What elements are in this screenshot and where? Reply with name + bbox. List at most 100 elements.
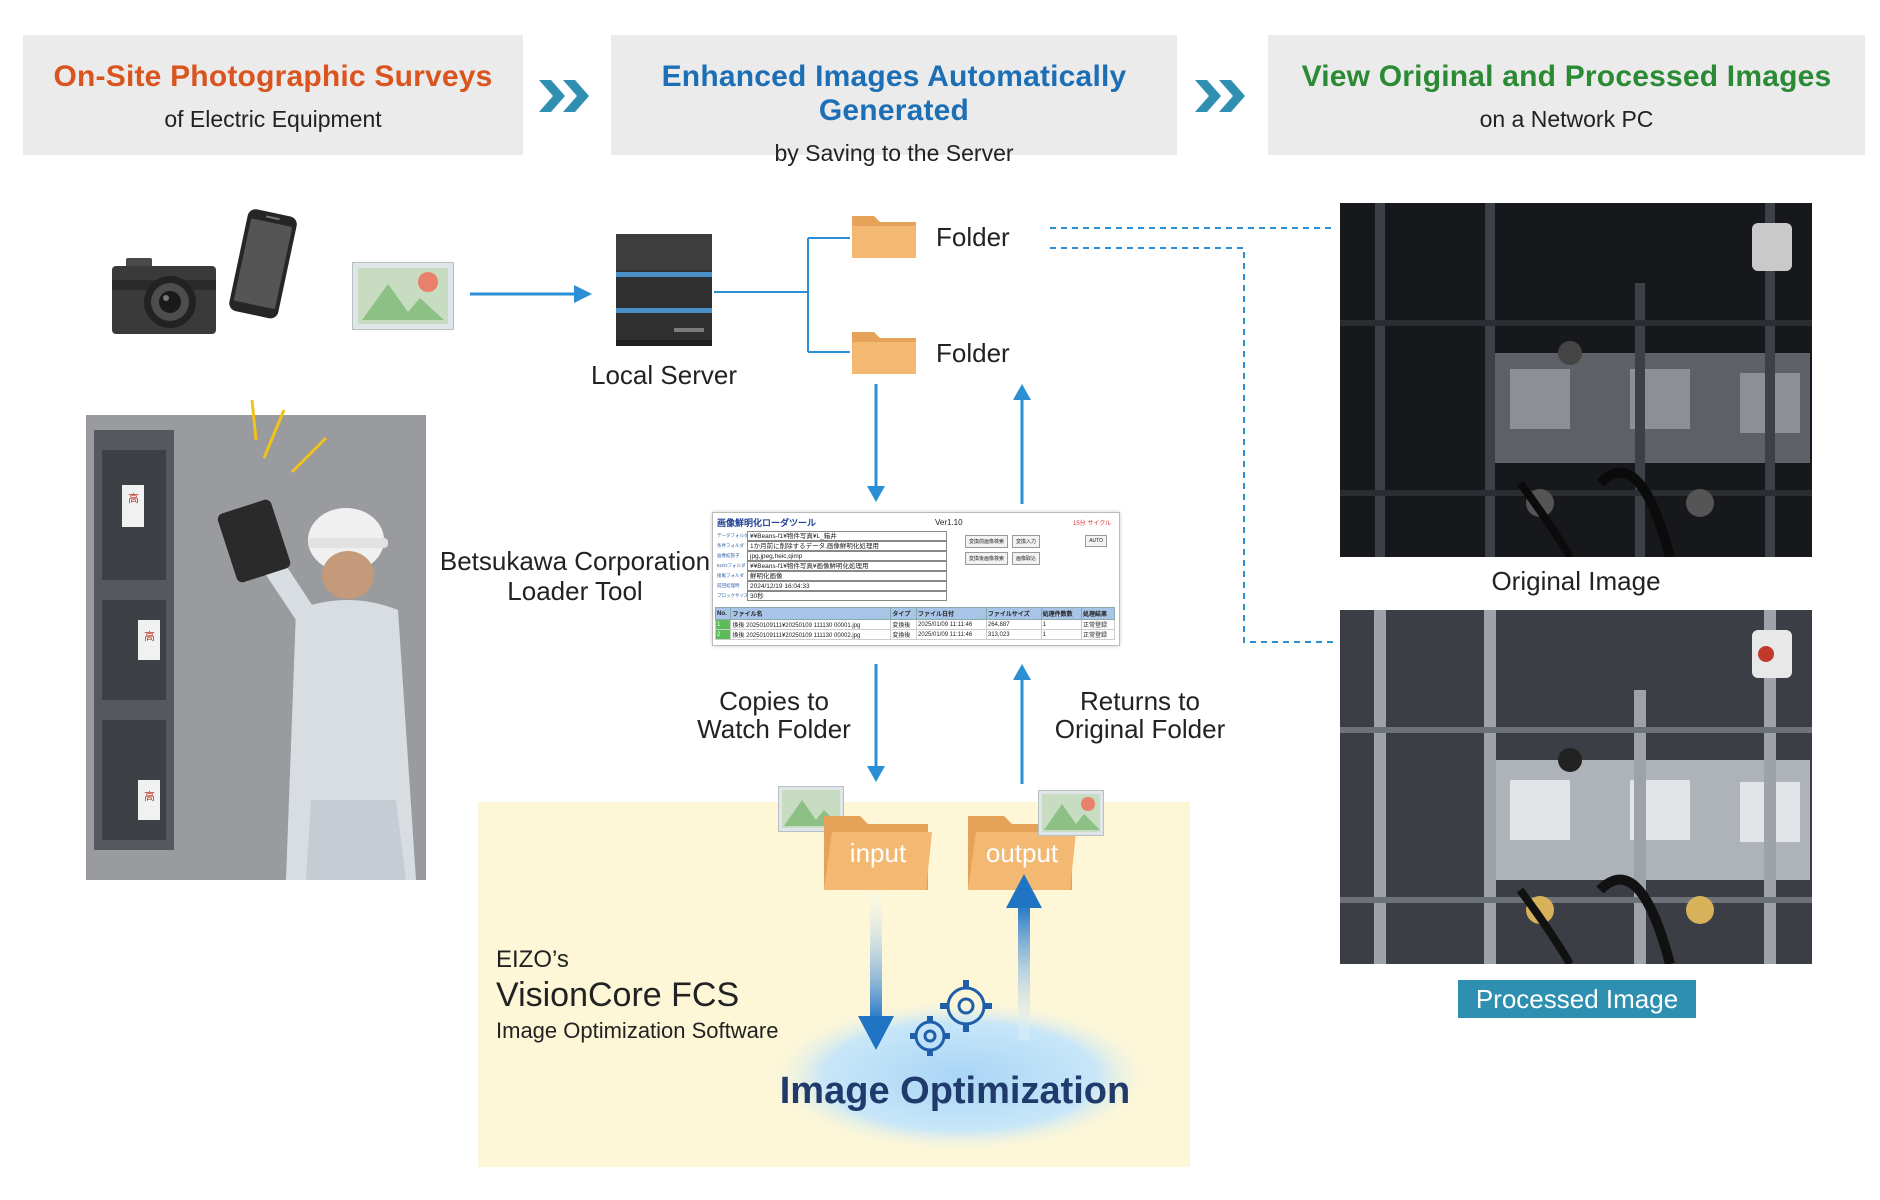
loader-field-label: 接尾フォルダ (717, 573, 744, 578)
svg-text:高: 高 (144, 629, 155, 643)
folder-top-label: Folder (936, 222, 1010, 252)
worker-photo: 高 高 高 (86, 400, 426, 880)
optimization-to-output-arrow (1006, 874, 1042, 1040)
folder-bottom-label: Folder (936, 338, 1010, 368)
loader-column-header: 処理件数数 (1040, 607, 1082, 620)
loader-table-cell: 変換後 (890, 629, 918, 640)
dashed-connectors (1050, 227, 1336, 643)
loader-cycle: 15分 サイクル (1073, 521, 1112, 527)
step1-box: On-Site Photographic Surveys of Electric… (23, 35, 523, 155)
loader-field-value[interactable]: jpg,jpeg,heic,qimp (747, 551, 947, 561)
loader-table-cell: 264,887 (985, 619, 1042, 630)
optimization-glow (765, 998, 1155, 1154)
loader-column-header: No. (714, 607, 732, 620)
loader-field-label: 前回処理時 (717, 583, 740, 588)
original-image-label: Original Image (1491, 566, 1661, 596)
loader-table-cell: 2 (714, 629, 732, 640)
processed-image (1340, 610, 1812, 964)
loader-table-cell: 2025/01/09 11:11:46 (916, 619, 987, 630)
eizo-brand-2: VisionCore FCS (496, 976, 740, 1014)
loader-table-header: No.ファイル名タイプファイル日付ファイルサイズ処理件数数処理結果 (714, 607, 1116, 620)
loader-column-header: タイプ (890, 607, 918, 620)
input-folder-icon (824, 816, 932, 890)
step-chevron-1 (539, 80, 589, 112)
copies-label-1: Copies to (719, 686, 829, 716)
output-folder-label: output (985, 838, 1059, 868)
loader-field-row: 前回処理時 2024/12/19 16:04:33 (717, 581, 947, 591)
optimization-label: Image Optimization (779, 1070, 1131, 1112)
loader-button[interactable]: 変換前画像検索 (965, 535, 1009, 548)
eizo-brand-1: EIZO’s (496, 946, 569, 973)
input-to-optimization-arrow (858, 892, 894, 1050)
copies-label-2: Watch Folder (697, 714, 851, 744)
loader-field-label: 条件フォルダ (717, 543, 744, 548)
step1-title: On-Site Photographic Surveys (53, 60, 493, 93)
loader-table-cell: 換後 20250109111¥20250109 111130 00002.jpg (730, 629, 892, 640)
loader-field-value[interactable]: 30秒 (747, 591, 947, 601)
loader-table-cell: 正常登録 (1080, 629, 1116, 640)
gears-icon (910, 980, 992, 1056)
loader-table-cell: 313,023 (985, 629, 1042, 640)
server-icon (616, 234, 712, 346)
loader-table-cell: 1 (1040, 619, 1082, 630)
loader-window: 画像鮮明化ローダツール Ver1.10 15分 サイクル データフォルダ¥¥Be… (712, 512, 1120, 646)
server-folder-connector (714, 237, 850, 353)
loader-field-label: 画像拡張子 (717, 553, 740, 558)
loader-field-value[interactable]: ¥¥Beans-f1¥物件写真¥画像鮮明化処理用 (747, 561, 947, 571)
folder-bottom-icon (852, 332, 916, 374)
loader-table-cell: 正常登録 (1080, 619, 1116, 630)
loader-label-1: Betsukawa Corporation (439, 546, 711, 576)
camera-icon (112, 258, 216, 334)
loader-app-title: 画像鮮明化ローダツール (717, 518, 817, 528)
loader-column-header: ファイル日付 (916, 607, 987, 620)
photo-file-icon (352, 262, 454, 330)
step2-title: Enhanced Images Automatically Generated (661, 60, 1127, 127)
loader-to-folder-arrow (1013, 384, 1031, 504)
loader-button[interactable]: 変換後画像検索 (965, 552, 1009, 565)
loader-table-cell: 1 (714, 619, 732, 630)
loader-field-value[interactable]: 1か月前に削除するデータ,画像鮮明化処理用 (747, 541, 947, 551)
loader-button[interactable]: 変換入力 (1012, 535, 1041, 548)
loader-field-value[interactable]: ¥¥Beans-f1¥物件写真¥L_箱井 (747, 531, 947, 541)
step1-subtitle: of Electric Equipment (164, 106, 382, 132)
step3-subtitle: on a Network PC (1479, 106, 1654, 132)
loader-field-row: EIZOフォルダ¥¥Beans-f1¥物件写真¥画像鮮明化処理用 (717, 561, 947, 571)
loader-table-cell: 変換後 (890, 619, 918, 630)
loader-field-label: プロックサイズ (717, 593, 747, 598)
loader-label-2: Loader Tool (507, 576, 643, 606)
output-photo-icon (1038, 790, 1104, 836)
loader-button[interactable]: AUTO (1085, 535, 1107, 547)
loader-table-cell: 2025/01/09 11:11:46 (916, 629, 987, 640)
loader-field-row: 画像拡張子 jpg,jpeg,heic,qimp (717, 551, 947, 561)
step2-box: Enhanced Images Automatically Generated … (611, 35, 1177, 166)
svg-text:高: 高 (128, 491, 139, 505)
loader-field-row: データフォルダ¥¥Beans-f1¥物件写真¥L_箱井 (717, 531, 947, 541)
loader-field-label: データフォルダ (717, 533, 747, 538)
step3-box: View Original and Processed Images on a … (1268, 35, 1865, 155)
svg-text:高: 高 (144, 789, 155, 803)
folder-top-icon (852, 216, 916, 258)
smartphone-icon (229, 209, 297, 319)
loader-field-value[interactable]: 2024/12/19 16:04:33 (747, 581, 947, 591)
step-chevron-2 (1195, 80, 1245, 112)
loader-version: Ver1.10 (935, 518, 963, 527)
loader-table-cell: 換後 20250109111¥20250109 111130 00001.jpg (730, 619, 892, 630)
upload-arrow (470, 285, 592, 303)
loader-column-header: 処理結果 (1080, 607, 1116, 620)
copies-arrow (867, 664, 885, 782)
server-label: Local Server (591, 360, 737, 390)
loader-field-value[interactable]: 鮮明化画像 (747, 571, 947, 581)
returns-label-2: Original Folder (1054, 714, 1226, 744)
loader-field-label: EIZOフォルダ (717, 563, 746, 568)
input-photo-icon (778, 786, 844, 832)
returns-label-1: Returns to (1080, 686, 1200, 716)
eizo-brand-3: Image Optimization Software (496, 1018, 779, 1043)
input-folder-label: input (849, 838, 907, 868)
loader-button[interactable]: 画像取込 (1012, 552, 1041, 565)
processed-image-label: Processed Image (1458, 980, 1696, 1018)
